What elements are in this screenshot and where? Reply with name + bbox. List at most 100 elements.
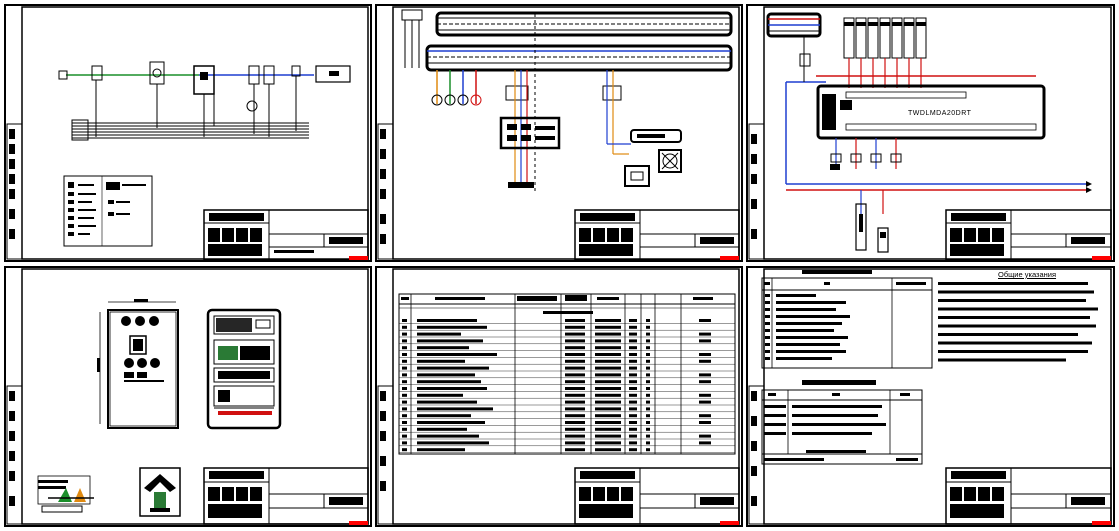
- spec-row-unit: [629, 380, 637, 384]
- spec-row-type: [565, 366, 585, 370]
- spec-row-note: [699, 319, 711, 322]
- notes-line: [938, 350, 1088, 353]
- spec-row-index: [402, 359, 407, 363]
- spec-row-name: [417, 448, 465, 452]
- terminal-row-description: [776, 315, 850, 318]
- spec-row-code: [595, 421, 621, 424]
- spec-row-index: [402, 387, 407, 390]
- notes-line: [938, 282, 1088, 285]
- spec-row-unit: [629, 427, 637, 431]
- terminal-row-description: [776, 357, 832, 360]
- spec-row-code: [595, 427, 621, 431]
- spec-row-note: [699, 400, 711, 404]
- stamp-red-mark: [720, 521, 739, 525]
- spec-row-code: [595, 332, 621, 336]
- stamp-red-mark: [720, 256, 739, 260]
- spec-row-note: [699, 441, 711, 445]
- sheet-cabinet-layout[interactable]: [4, 266, 372, 527]
- spec-row-type: [565, 353, 585, 356]
- spec-row-qty: [646, 427, 650, 431]
- spec-row-qty: [646, 400, 650, 404]
- terminal-row-description: [776, 294, 816, 297]
- spec-row-qty: [646, 319, 650, 322]
- spec-row-note: [699, 393, 711, 397]
- spec-row-name: [417, 387, 487, 390]
- sheet-terminal-table-notes[interactable]: Общие указания: [746, 266, 1115, 527]
- spec-row-name: [417, 414, 471, 418]
- spec-row-unit: [629, 373, 637, 377]
- sheet-plc-wiring[interactable]: TWDLMDA20DRT: [746, 4, 1115, 262]
- spec-row-qty: [646, 332, 650, 336]
- title-block: [574, 467, 740, 525]
- spec-row-index: [402, 346, 407, 350]
- terminal-row-index: [765, 329, 770, 332]
- binding-strip: [748, 385, 765, 525]
- spec-row-index: [402, 332, 407, 336]
- spec-row-note: [699, 414, 711, 418]
- spec-row-code: [595, 434, 621, 438]
- spec-row-index: [402, 393, 407, 397]
- spec-row-code: [595, 393, 621, 397]
- spec-row-name: [417, 434, 479, 438]
- spec-row-index: [402, 427, 407, 431]
- terminal-row-index: [765, 357, 770, 360]
- title-block: [945, 467, 1112, 525]
- spec-row-code: [595, 339, 621, 343]
- notes-heading: Общие указания: [998, 270, 1057, 279]
- spec-row-qty: [646, 353, 650, 356]
- spec-row-type: [565, 407, 585, 411]
- specification-table: [398, 293, 736, 455]
- spec-row-name: [417, 319, 477, 322]
- terminal-row-description: [776, 322, 842, 325]
- stamp-red-mark: [349, 256, 368, 260]
- stamp-red-mark: [1092, 256, 1111, 260]
- spec-row-index: [402, 353, 407, 356]
- spec-row-qty: [646, 339, 650, 343]
- spec-row-name: [417, 332, 461, 336]
- spec-row-type: [565, 339, 585, 343]
- spec-row-name: [417, 380, 481, 384]
- spec-row-code: [595, 400, 621, 404]
- sheet-single-line-scheme[interactable]: [4, 4, 372, 262]
- spec-row-name: [417, 339, 483, 343]
- legend-table: [63, 175, 153, 247]
- binding-strip: [377, 123, 394, 260]
- spec-row-code: [595, 373, 621, 377]
- spec-row-type: [565, 373, 585, 377]
- spec-row-name: [417, 366, 489, 370]
- spec-row-unit: [629, 448, 637, 452]
- notes-line: [938, 341, 1092, 345]
- spec-row-index: [402, 319, 407, 322]
- spec-row-index: [402, 373, 407, 377]
- spec-row-qty: [646, 441, 650, 445]
- thermostat-box: [624, 165, 650, 187]
- spec-row-name: [417, 421, 485, 424]
- spec-row-type: [565, 325, 585, 329]
- spec-row-name: [417, 400, 477, 404]
- spec-row-note: [699, 373, 711, 377]
- terminal-row-index: [765, 301, 770, 304]
- spec-row-unit: [629, 332, 637, 336]
- spec-row-code: [595, 319, 621, 322]
- title-block: [945, 209, 1112, 261]
- spec-row-unit: [629, 339, 637, 343]
- notes-line: [938, 307, 1098, 311]
- spec-row-code: [595, 325, 621, 329]
- spec-row-type: [565, 434, 585, 438]
- spec-row-type: [565, 414, 585, 418]
- spec-row-name: [417, 346, 469, 350]
- terminal-row-description: [776, 301, 846, 304]
- binding-strip: [6, 123, 23, 260]
- din-rail-detail: [37, 475, 94, 513]
- spec-row-index: [402, 407, 407, 411]
- sheet-control-circuit[interactable]: [375, 4, 743, 262]
- title-block: [203, 467, 369, 525]
- sensor-left: [855, 203, 867, 251]
- spec-row-name: [417, 407, 493, 411]
- sheet-equipment-specification[interactable]: [375, 266, 743, 527]
- spec-row-note: [699, 339, 711, 343]
- spec-row-index: [402, 380, 407, 384]
- plc-model-label: TWDLMDA20DRT: [908, 110, 972, 117]
- stamp-red-mark: [349, 521, 368, 525]
